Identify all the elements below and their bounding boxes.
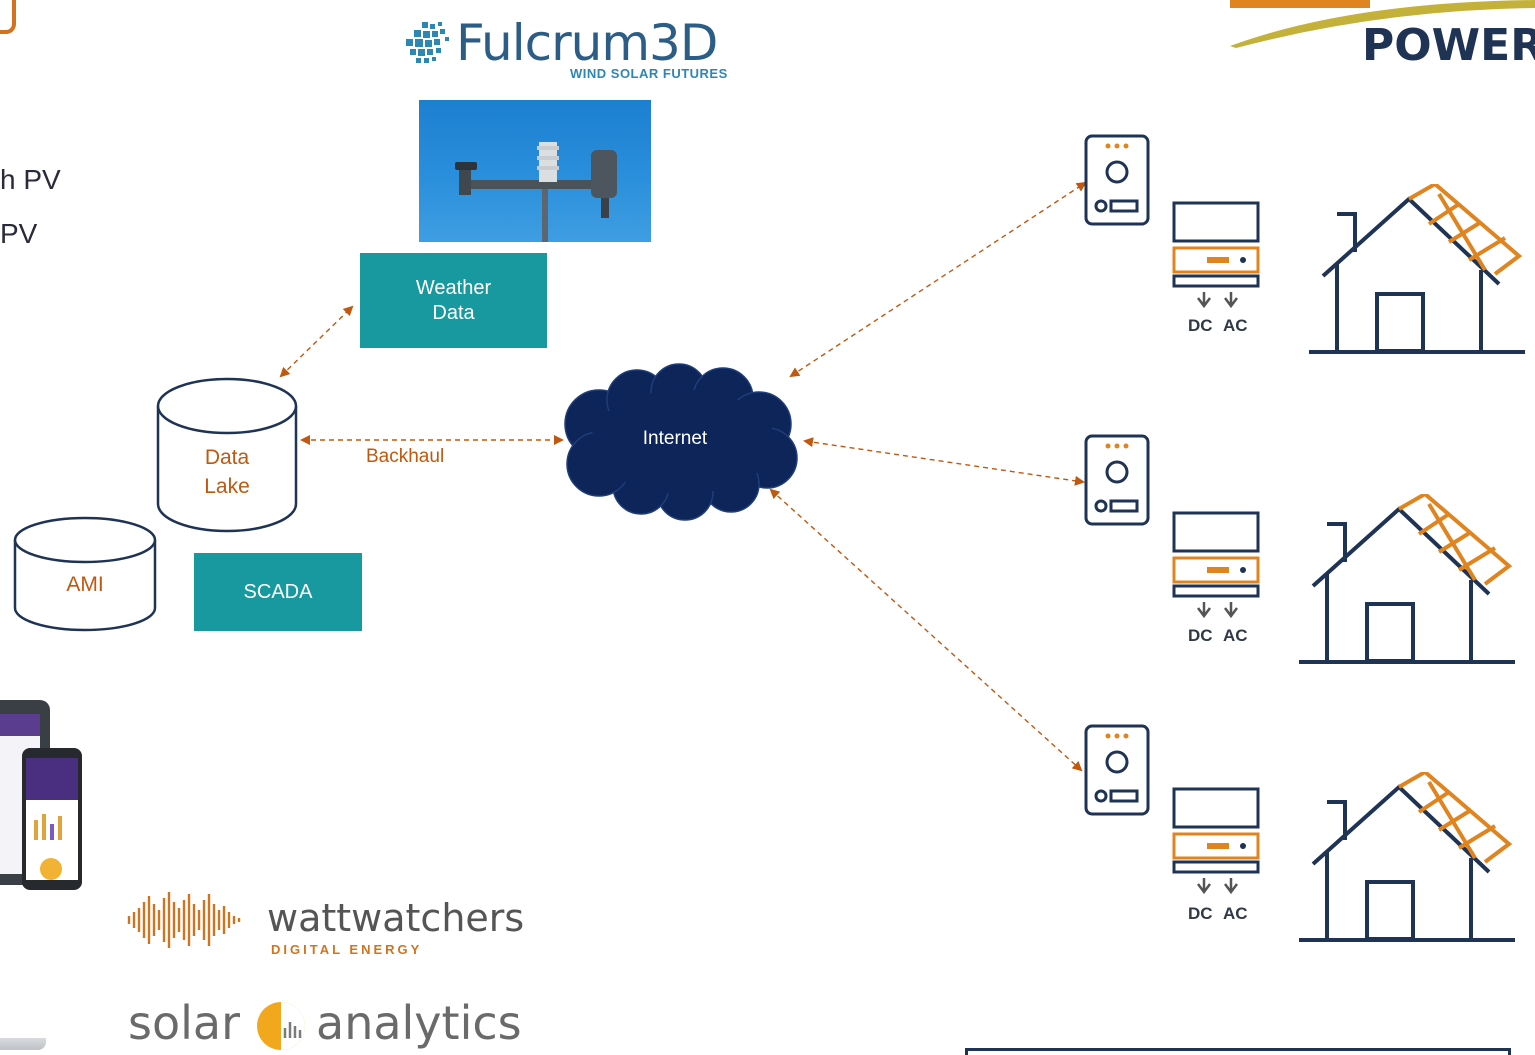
smart-meter-icon — [1084, 724, 1150, 816]
bottom-panel-edge — [965, 1048, 1511, 1055]
phone-device — [22, 748, 82, 890]
ac-label: AC — [1223, 626, 1248, 645]
internet-label: Internet — [642, 428, 708, 449]
site-1: DC AC — [1083, 134, 1535, 359]
arrow-internet-site3 — [769, 488, 1083, 772]
house-solar-icon — [1299, 494, 1515, 664]
arrow-lake-weather — [279, 305, 354, 378]
weather-data-box: Weather Data — [360, 253, 547, 348]
scada-box: SCADA — [194, 553, 362, 631]
site-2: DC AC — [1083, 434, 1535, 669]
fulcrum-mark-icon — [406, 22, 449, 63]
horizon-power-logo: POWER — [1230, 0, 1535, 80]
solar-analytics-logo: solar analytics — [128, 994, 558, 1055]
ac-label: AC — [1223, 904, 1248, 923]
fulcrum-tagline: WIND SOLAR FUTURES — [570, 66, 728, 81]
solar-analytics-left: solar — [128, 996, 240, 1050]
dc-label: DC — [1188, 316, 1213, 335]
house-solar-icon — [1299, 772, 1515, 942]
ac-label: AC — [1223, 316, 1248, 335]
power-logo-text: POWER — [1362, 20, 1535, 71]
weather-data-label: Weather Data — [415, 276, 492, 324]
smart-meter-icon — [1084, 134, 1150, 226]
left-text-line2: PV — [0, 218, 38, 249]
house-solar-icon — [1309, 184, 1525, 354]
waveform-icon — [127, 892, 241, 948]
fulcrum-logo-text: Fulcrum3D — [456, 14, 718, 72]
ami-cylinder — [13, 516, 157, 632]
solar-analytics-right: analytics — [316, 996, 522, 1050]
ami-label: AMI — [66, 573, 104, 596]
data-lake-label-2: Lake — [204, 475, 250, 498]
sun-meter-icon — [257, 1002, 305, 1050]
inverter-icon — [1172, 201, 1260, 309]
backhaul-label: Backhaul — [366, 446, 445, 467]
arrow-internet-site1 — [789, 181, 1087, 378]
wattwatchers-text: wattwatchers — [267, 896, 525, 940]
data-lake-cylinder — [156, 377, 298, 533]
horizon-swoosh-icon — [1230, 0, 1535, 48]
app-devices-image — [0, 700, 90, 895]
site-3: DC AC — [1083, 724, 1535, 944]
left-text-line1: h PV — [0, 164, 61, 195]
wattwatchers-sub: DIGITAL ENERGY — [271, 942, 423, 957]
internet-cloud-icon — [564, 363, 798, 521]
dc-label: DC — [1188, 904, 1213, 923]
dc-label: DC — [1188, 626, 1213, 645]
scada-label: SCADA — [243, 580, 313, 603]
fulcrum3d-logo: Fulcrum3D WIND SOLAR FUTURES — [400, 10, 740, 85]
data-lake-label-1: Data — [204, 446, 250, 469]
inverter-icon — [1172, 511, 1260, 619]
smart-meter-icon — [1084, 434, 1150, 526]
arrow-internet-site2 — [803, 437, 1085, 486]
title-fragment — [0, 0, 16, 34]
laptop-edge — [0, 1038, 46, 1050]
wattwatchers-logo: wattwatchers DIGITAL ENERGY — [125, 888, 525, 958]
weather-station-photo — [419, 100, 651, 242]
inverter-icon — [1172, 787, 1260, 895]
